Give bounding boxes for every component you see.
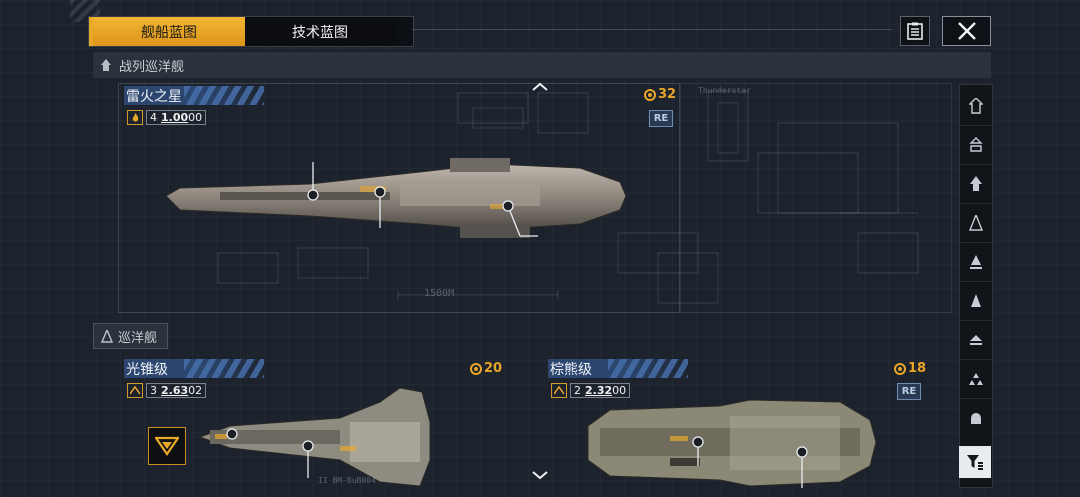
ship-stat-level: 4 — [150, 111, 157, 124]
corvette-class-icon — [970, 335, 982, 345]
schematic-lines — [217, 90, 919, 304]
tab-accent-strip — [89, 17, 93, 46]
cost-icon — [894, 362, 906, 375]
rank-chevron-icon — [127, 383, 143, 398]
ship-hull-thunderstar[interactable] — [160, 158, 640, 248]
ship-stat: 3 2.63 02 — [127, 383, 207, 398]
blueprint-frame — [118, 83, 680, 313]
notes-button[interactable] — [900, 16, 930, 46]
rail-item[interactable] — [960, 399, 992, 437]
ship-emblem[interactable] — [148, 427, 186, 465]
scale-label: 1500M — [424, 288, 455, 299]
title-hatch-decoration — [608, 359, 688, 378]
ship-cost-value: 32 — [658, 87, 677, 102]
clipboard-icon — [907, 22, 923, 40]
close-icon — [957, 22, 976, 40]
section-label: 战列巡洋舰 — [119, 59, 185, 75]
ship-class-rail — [959, 84, 993, 488]
cost-icon — [644, 88, 656, 101]
ship-cost-value: 20 — [484, 361, 503, 376]
re-badge: RE — [897, 383, 921, 400]
ship-cost: 18 — [894, 361, 926, 376]
ship-stat-suffix: 02 — [188, 384, 203, 397]
header-divider-line — [412, 29, 892, 30]
scroll-up-chevron-icon[interactable] — [532, 82, 548, 92]
flame-icon — [127, 110, 143, 125]
ship-title-bar: 光锥级 — [124, 359, 264, 378]
ship-stat: 4 1.00 00 — [127, 110, 207, 125]
battlecruiser-class-icon — [99, 58, 113, 72]
ship-stat-value: 1.00 — [161, 111, 189, 124]
battleship-class-icon — [970, 176, 982, 191]
ship-stat-suffix: 00 — [612, 384, 627, 397]
ship-title-bar: 雷火之星 — [124, 86, 264, 105]
blueprint-annotation: Thunderstar — [698, 86, 751, 95]
aircraft-class-icon — [969, 373, 983, 385]
section-header-cruiser: 巡洋舰 — [93, 323, 168, 349]
tab-tech-blueprint[interactable]: 技术蓝图 — [245, 17, 395, 46]
ship-stat-suffix: 00 — [188, 111, 203, 124]
faction-emblem-icon — [155, 436, 179, 456]
ship-cost-value: 18 — [908, 361, 927, 376]
rail-item[interactable] — [960, 360, 992, 399]
ship-hull-grizzly[interactable] — [580, 396, 880, 491]
close-button[interactable] — [942, 16, 991, 46]
cruiser-class-icon — [100, 329, 114, 343]
ship-cost: 20 — [470, 361, 502, 376]
section-header-battlecruiser: 战列巡洋舰 — [93, 52, 991, 78]
ship-name: 雷火之星 — [126, 88, 182, 105]
carrier-class-icon — [969, 137, 983, 152]
rail-item[interactable] — [960, 243, 992, 282]
blueprint-annotation: II BM-BuB004 — [318, 476, 376, 485]
rail-item[interactable] — [960, 282, 992, 321]
rank-chevron-icon — [551, 383, 567, 398]
destroyer-class-icon — [970, 255, 982, 269]
title-hatch-decoration — [184, 359, 264, 378]
filter-icon — [967, 455, 983, 470]
ship-name: 光锥级 — [126, 361, 168, 378]
ship-stat-level: 2 — [574, 384, 581, 397]
cost-icon — [470, 362, 482, 375]
blueprint-tab-bar: 舰船蓝图 技术蓝图 — [88, 16, 414, 47]
ship-hull-lightcone[interactable] — [190, 382, 440, 492]
title-hatch-decoration — [184, 86, 264, 105]
re-badge: RE — [649, 110, 673, 127]
cruiser-class-icon — [969, 215, 983, 231]
section-label: 巡洋舰 — [118, 330, 158, 346]
auxiliary-class-icon — [971, 413, 981, 424]
battlecruiser-class-icon — [969, 98, 983, 114]
rail-item[interactable] — [960, 126, 992, 165]
ship-stat-value: 2.32 — [585, 384, 613, 397]
schematic-frame — [680, 83, 952, 313]
frigate-class-icon — [971, 294, 981, 307]
ship-name: 棕熊级 — [550, 361, 592, 378]
ship-cost: 32 — [644, 87, 676, 102]
rail-item[interactable] — [960, 204, 992, 243]
rail-item[interactable] — [960, 321, 992, 360]
ship-title-bar: 棕熊级 — [548, 359, 688, 378]
rail-item[interactable] — [960, 87, 992, 126]
tab-ship-blueprint[interactable]: 舰船蓝图 — [93, 17, 245, 46]
filter-button[interactable] — [959, 446, 991, 478]
ship-stat-level: 3 — [150, 384, 157, 397]
rail-item[interactable] — [960, 165, 992, 204]
scroll-down-chevron-icon[interactable] — [532, 470, 548, 480]
ship-stat-value: 2.63 — [161, 384, 189, 397]
ship-stat: 2 2.32 00 — [551, 383, 631, 398]
